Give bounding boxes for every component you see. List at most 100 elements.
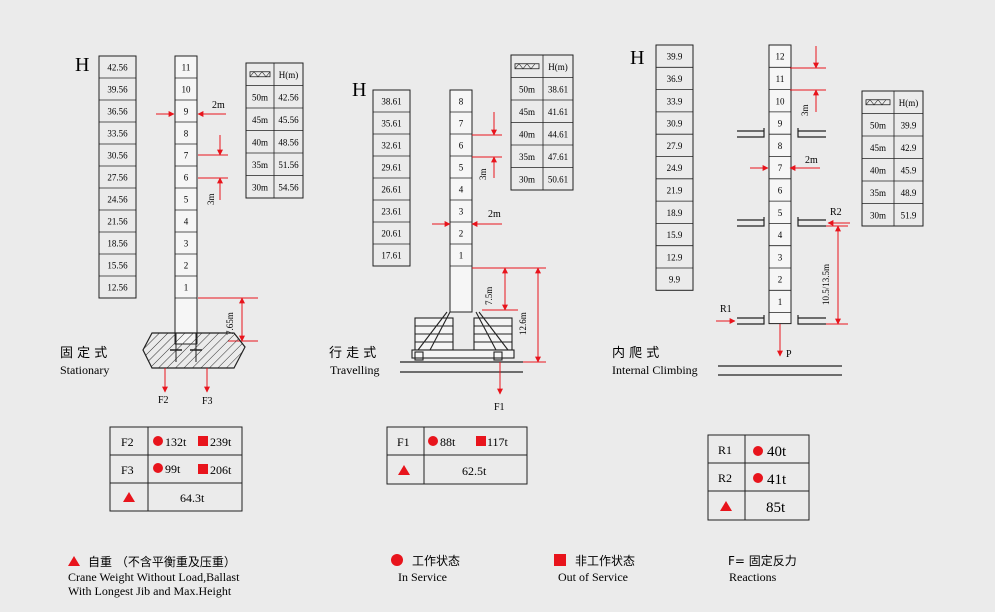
jib-height: 51.9 [901,210,917,220]
mast-section-number: 4 [184,217,189,227]
height-value: 17.61 [381,251,401,261]
mast-section-number: 2 [778,275,783,285]
mast-section-number: 7 [459,119,464,129]
jib-height: 39.9 [901,120,917,130]
crane-weight-icon [68,556,80,566]
legend-out-en: Out of Service [558,570,628,584]
jib-height: 38.61 [548,84,568,94]
mast-section-number: 8 [459,97,464,107]
mast-section-number: 7 [778,163,783,173]
stationary-f2-cell: F2 [121,435,134,449]
climbing-dim-span: 10.5/13.5m [821,264,831,305]
mast-section-number: 9 [778,119,783,129]
jib-height: 47.61 [548,152,568,162]
height-value: 39.56 [107,85,128,95]
mast-section-number: 11 [776,74,785,84]
height-value: 21.56 [107,217,128,227]
in-service-icon [153,463,163,473]
jib-height: 51.56 [278,160,299,170]
mast-section-number: 3 [459,207,464,217]
legend-weight-en1: Crane Weight Without Load,Ballast [68,570,240,584]
jib-length: 50m [252,92,268,102]
legend-f-en: Reactions [729,570,777,584]
jib-height: 48.9 [901,188,917,198]
jib-icon [249,71,271,78]
crane-weight-icon [720,501,732,511]
mast-section-number: 2 [459,229,464,239]
mast-section-number: 1 [459,251,464,261]
climbing-r2-label: R2 [830,207,842,218]
climbing-weight: 85t [766,500,786,516]
jib-table-header: H(m) [548,62,568,72]
height-value: 9.9 [669,275,681,285]
height-value: 36.9 [667,74,683,84]
climbing-r1-cell: R1 [718,443,732,457]
in-service-icon [153,436,163,446]
stationary-foundation [142,332,246,369]
travelling-weight: 62.5t [462,464,487,478]
travelling-dim-3m: 3m [478,168,488,180]
mast-section-number: 5 [459,163,464,173]
mast-section-number: 8 [184,129,189,139]
height-value: 24.56 [107,195,128,205]
stationary-en-title: Stationary [60,363,109,377]
height-value: 15.56 [107,261,128,271]
stationary-f2-out: 239t [210,435,232,449]
stationary-cn-title: 固 定 式 [60,346,107,361]
height-value: 42.56 [107,63,128,73]
height-value: 30.9 [667,119,683,129]
height-value: 21.9 [667,185,683,195]
legend-in-cn: 工作状态 [412,554,460,568]
height-value: 33.9 [667,96,683,106]
travelling-dim-base: 7.5m [484,287,494,305]
stationary-f2-label: F2 [158,395,169,406]
travelling-cn-title: 行 走 式 [329,346,376,361]
climbing-en-title: Internal Climbing [612,363,698,377]
height-value: 23.61 [381,207,401,217]
travelling-f1-cell: F1 [397,435,410,449]
jib-length: 45m [870,143,886,153]
travelling-f1-out: 117t [487,435,509,449]
mast-section-number: 1 [778,297,783,307]
stationary-f3-out: 206t [210,463,232,477]
climbing-frames [737,128,826,325]
climbing-reactions-table: R1 40t R2 41t 85t [707,434,810,521]
stationary-h-letter: H [75,54,89,76]
mast-section-number: 4 [459,185,464,195]
legend-weight-en2: With Longest Jib and Max.Height [68,584,232,598]
climbing-r1-val: 40t [767,444,787,460]
in-service-icon [753,446,763,456]
jib-table-header: H(m) [899,98,919,108]
mast-section-number: 1 [184,283,189,293]
jib-length: 40m [519,129,535,139]
jib-table-header: H(m) [279,70,299,80]
jib-height: 44.61 [548,129,568,139]
travelling-h-letter: H [352,79,366,101]
mast-section-number: 6 [778,185,783,195]
height-value: 27.9 [667,141,683,151]
height-value: 30.56 [107,151,128,161]
jib-length: 45m [519,107,535,117]
height-value: 26.61 [381,185,401,195]
stationary-height-scale: 42.5639.5636.5633.5630.5627.5624.5621.56… [98,55,137,299]
in-service-icon [753,473,763,483]
jib-length: 35m [252,160,268,170]
height-value: 18.9 [667,208,683,218]
legend-weight-cn: 自重 （不含平衡重及压重） [88,554,236,569]
mast-section-number: 2 [184,261,189,271]
height-value: 12.56 [107,283,128,293]
height-value: 27.56 [107,173,128,183]
jib-height: 41.61 [548,107,568,117]
jib-height: 45.56 [278,115,299,125]
height-value: 33.56 [107,129,128,139]
mast-section-number: 10 [182,85,192,95]
travelling-en-title: Travelling [330,363,380,377]
stationary-weight: 64.3t [180,491,205,505]
height-value: 24.9 [667,163,683,173]
climbing-h-letter: H [630,47,644,69]
mast-section-number: 5 [778,208,783,218]
